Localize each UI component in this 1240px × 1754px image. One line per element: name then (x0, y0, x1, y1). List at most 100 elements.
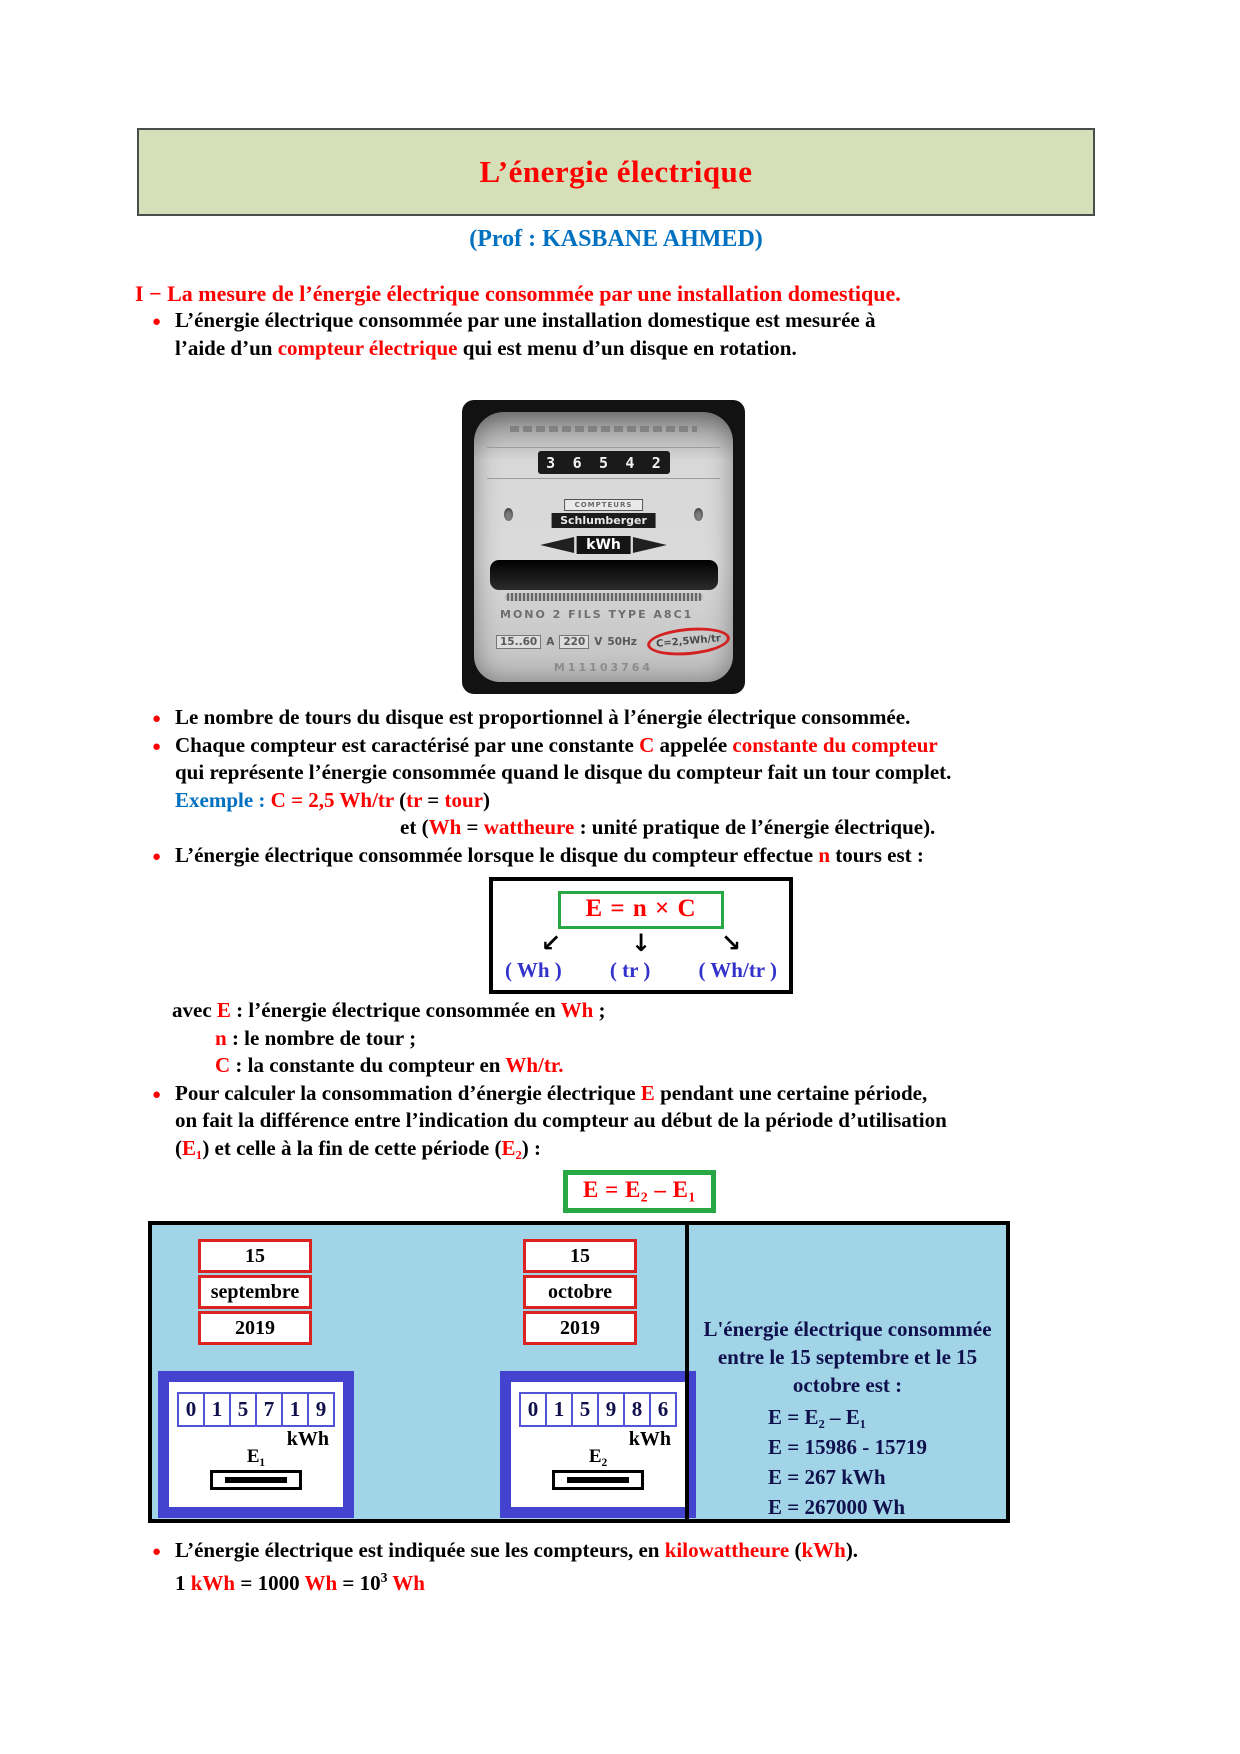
symbol-n: n (818, 842, 830, 867)
result-kwh: E = 267 kWh (768, 1464, 886, 1489)
term-kWh: kWh (801, 1537, 846, 1562)
text-run: = 10 (337, 1571, 381, 1595)
meter-disc-edge (504, 593, 703, 601)
result-substitution: E = 15986 - 15719 (768, 1434, 927, 1459)
text-run: = (461, 815, 484, 839)
text-run: Pour calculer la consommation d’énergie … (175, 1080, 641, 1105)
date-year: 2019 (523, 1310, 637, 1345)
meter-digit: 5 (598, 453, 608, 472)
meter-unit-label: kWh (576, 536, 631, 554)
text-run: on fait la différence entre l’indication… (175, 1108, 947, 1132)
meter-screw-right (694, 508, 703, 521)
symbol-E: E (216, 998, 231, 1022)
digit: 1 (547, 1393, 573, 1425)
text-run: Le nombre de tours du disque est proport… (175, 705, 911, 729)
counter-unit: kWh (628, 1427, 671, 1450)
main-content: Le nombre de tours du disque est proport… (152, 704, 1102, 1213)
exemple-label: Exemple : (175, 787, 266, 812)
title-banner: L’énergie électrique (137, 128, 1095, 216)
bullet-energie-n-tours: L’énergie électrique consommée lorsque l… (152, 842, 1102, 871)
text-run: ; (593, 998, 606, 1022)
text-run: 1 (175, 1571, 191, 1595)
meter-fineprint-strip (510, 426, 697, 432)
term-Wh: Wh (387, 1571, 425, 1595)
digit: 0 (521, 1393, 547, 1425)
meter-amp-rating: 15..60 (496, 634, 542, 649)
arrow-down-icon: ↓ (630, 928, 652, 957)
text-run: pendant une certaine période, (654, 1080, 928, 1105)
text-run: : l’énergie électrique consommée en (230, 998, 561, 1022)
date-day: 15 (523, 1238, 637, 1273)
meter-constant-circled: C=2,5Wh/tr (645, 624, 731, 659)
bullet-calcul-consommation: Pour calculer la consommation d’énergie … (152, 1080, 1102, 1163)
date-day: 15 (198, 1238, 312, 1273)
symbol-C: C (639, 732, 655, 757)
date-october: 15 octobre 2019 (523, 1238, 637, 1347)
term-kWh: kWh (190, 1571, 236, 1595)
symbol-C: C (215, 1053, 231, 1077)
intro-content: L’énergie électrique consommée par une i… (152, 307, 1102, 362)
bullet-constante-compteur: Chaque compteur est caractérisé par une … (152, 732, 1102, 787)
term-kilowattheure: kilowattheure (664, 1537, 790, 1562)
meter-disc-slot (489, 560, 718, 590)
text-run: : unité pratique de l’énergie électrique… (574, 815, 936, 839)
legend-n: n : le nombre de tour ; (172, 1025, 1102, 1053)
term-constante-du-compteur: constante du compteur (732, 732, 938, 757)
counter-label-E2: E₂ (588, 1445, 608, 1467)
comparison-result-panel: L'énergie électrique consommée entre le … (685, 1224, 1006, 1519)
text-run: ( (393, 787, 407, 812)
meter-ratings-line: 15..60 A 220 V 50Hz C=2,5Wh/tr (496, 624, 731, 659)
term-tour: tour (444, 787, 484, 812)
meter-digit: 3 (546, 453, 556, 472)
text-run: L’énergie électrique consommée par une i… (175, 308, 876, 332)
bullet-kilowattheure: L’énergie électrique est indiquée sue le… (152, 1537, 1102, 1598)
meter-counter-display: 3 6 5 4 2 (537, 451, 670, 474)
disc-slot (552, 1469, 644, 1490)
counter-digits: 0 1 5 7 1 9 (177, 1391, 335, 1427)
text-run: L’énergie électrique est indiquée sue le… (175, 1537, 665, 1562)
text-run: tours est : (830, 842, 924, 867)
text-run: = 1000 (235, 1571, 305, 1595)
symbol-E1: E₁ (182, 1135, 203, 1160)
text-run: appelée (654, 732, 733, 757)
meter-panel-line (486, 447, 721, 448)
bullet-compteur-electrique: L’énergie électrique consommée par une i… (152, 307, 1102, 362)
text-run: ) (483, 787, 491, 812)
digit: 7 (257, 1393, 283, 1425)
counter-E2: 0 1 5 9 8 6 kWh E₂ (500, 1370, 696, 1518)
text-run: ( (789, 1537, 802, 1562)
ribbon-right-wing (632, 537, 667, 553)
meter-volt-unit: V (594, 635, 603, 648)
meter-screw-left (504, 508, 513, 521)
exemple-line: Exemple : C = 2,5 Wh/tr (tr = tour) (152, 787, 1102, 815)
counter-digits: 0 1 5 9 8 6 (519, 1391, 677, 1427)
meter-type-line: MONO 2 FILS TYPE A8C1 (500, 608, 694, 621)
footer-content: L’énergie électrique est indiquée sue le… (152, 1537, 1102, 1598)
variables-legend: avec E : l’énergie électrique consommée … (172, 997, 1102, 1080)
professor-line: (Prof : KASBANE AHMED) (469, 226, 763, 252)
unit-Wh-tr: ( Wh/tr ) (698, 957, 777, 982)
term-Wh: Wh (304, 1571, 338, 1595)
symbol-n: n (215, 1025, 227, 1050)
counter-unit: kWh (286, 1427, 329, 1450)
text-run: : la constante du compteur en (230, 1053, 506, 1077)
date-year: 2019 (198, 1310, 312, 1345)
formula-E-nC: E = n × C (558, 891, 724, 929)
formula-arrows: ↙ ↓ ↘ (541, 931, 741, 955)
comparison-left-panel: 15 septembre 2019 15 octobre 2019 0 1 5 … (152, 1225, 696, 1519)
electric-meter-photo: 3 6 5 4 2 COMPTEURS Schlumberger kWh MON… (462, 400, 745, 694)
term-tr: tr (406, 787, 423, 812)
meter-brand-label: Schlumberger (551, 513, 656, 528)
result-title-line1: L'énergie électrique consommée (703, 1316, 992, 1341)
disc-bar (567, 1476, 629, 1483)
formula-difference-box: E = E₂ – E₁ (563, 1170, 716, 1213)
meter-digit: 4 (625, 453, 635, 472)
digit: 5 (573, 1393, 599, 1425)
term-wattheure: wattheure (483, 815, 575, 839)
meter-frequency: 50Hz (607, 635, 637, 648)
term-Wh: Wh (428, 815, 462, 839)
text-run: ( (175, 1135, 182, 1160)
meter-serial-number: M11103764 (553, 661, 654, 674)
meter-digit: 6 (572, 453, 582, 472)
